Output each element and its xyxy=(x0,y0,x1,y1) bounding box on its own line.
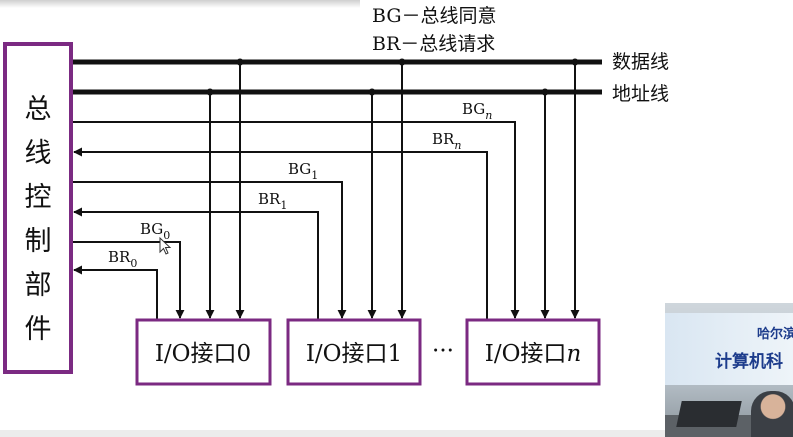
bg-n-line xyxy=(73,121,520,319)
br-1-label: BR1 xyxy=(258,190,287,212)
laptop-icon xyxy=(676,401,742,427)
bg-0-line xyxy=(73,241,185,319)
video-banner-text-1: 哈尔滨 xyxy=(757,327,793,342)
io-interface-1-label: I/O接口1 xyxy=(306,341,402,367)
mouse-cursor-icon xyxy=(159,236,172,255)
bg-n-label: BGn xyxy=(462,100,492,122)
top-edge-shadow xyxy=(0,0,360,8)
bg-1-line xyxy=(73,181,347,319)
controller-char-6: 件 xyxy=(25,314,52,345)
controller-char-3: 控 xyxy=(25,182,52,213)
data-bus-label: 数据线 xyxy=(612,51,669,73)
legend-br-definition: BR－总线请求 xyxy=(372,33,495,55)
io-interface-0-box xyxy=(135,318,272,386)
br-n-line xyxy=(73,147,488,320)
lecturer-avatar xyxy=(751,391,793,437)
br-0-label: BR0 xyxy=(108,248,137,270)
video-banner xyxy=(665,313,793,385)
bg-1-label: BG1 xyxy=(288,160,318,182)
bottom-strip xyxy=(0,430,665,437)
controller-char-1: 总 xyxy=(25,94,52,125)
controller-char-5: 部 xyxy=(25,270,52,301)
io-interface-1-box xyxy=(286,318,422,386)
legend-bg-definition: BG－总线同意 xyxy=(372,5,497,27)
controller-char-2: 线 xyxy=(25,138,52,169)
br-1-line xyxy=(73,207,319,320)
bg-0-label: BG0 xyxy=(140,220,170,242)
video-banner-text-2: 计算机科 xyxy=(715,352,783,372)
address-bus-label: 地址线 xyxy=(612,83,669,105)
br-0-line xyxy=(73,265,158,320)
io-interface-n-label: I/O接口n xyxy=(485,341,582,367)
controller-char-4: 制 xyxy=(25,226,52,257)
lecturer-video-overlay: 哈尔滨 计算机科 xyxy=(665,303,793,437)
bus-controller-box xyxy=(3,42,73,374)
io-interface-0-label: I/O接口0 xyxy=(155,341,251,367)
interfaces-ellipsis: ··· xyxy=(432,338,454,364)
br-n-label: BRn xyxy=(432,130,461,152)
io-interface-n-box xyxy=(465,318,601,386)
